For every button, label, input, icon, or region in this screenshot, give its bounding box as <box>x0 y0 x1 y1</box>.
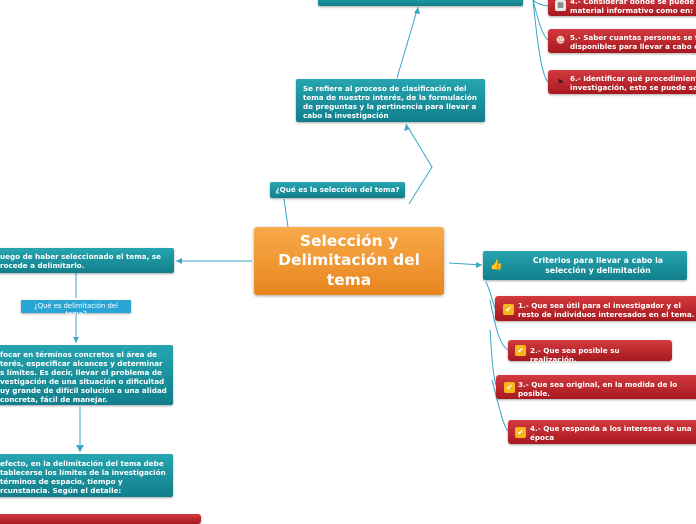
check-icon: ✔ <box>515 427 526 438</box>
info-item-5-label: 5.- Saber cuantas personas se t disponib… <box>570 33 696 51</box>
criterio-item-4-label: 4.- Que responda a los intereses de una … <box>530 424 692 442</box>
criterios-title-text: Criterios para llevar a cabo la selecció… <box>532 256 664 275</box>
check-icon: ✔ <box>503 304 514 315</box>
info-item-6[interactable]: ⚑ 6.- Identificar qué procedimient inves… <box>548 70 696 94</box>
info-item-4[interactable]: ▦ 4.- Considerar donde se puede material… <box>548 0 696 16</box>
criterio-item-1-label: 1.- Que sea útil para el investigador y … <box>518 301 695 319</box>
check-icon: ✔ <box>515 345 526 356</box>
flag-icon: ⚑ <box>556 77 565 87</box>
detail-node[interactable] <box>0 514 201 524</box>
seleccion-question-text: ¿Qué es la selección del tema? <box>275 185 400 194</box>
building-icon: ▦ <box>555 0 566 11</box>
delimitacion-effect-text: efecto, en la delimitación del tema debe… <box>0 459 166 495</box>
info-item-4-label: 4.- Considerar donde se puede material i… <box>570 0 695 15</box>
criterio-item-3-label: 3.- Que sea original, en la medida de lo… <box>518 380 678 398</box>
delimitacion-intro-text: uego de haber seleccionado el tema, se r… <box>0 252 161 270</box>
criterio-item-1[interactable]: ✔ 1.- Que sea útil para el investigador … <box>495 296 696 321</box>
criterio-item-3[interactable]: ✔ 3.- Que sea original, en la medida de … <box>496 375 696 399</box>
delimitacion-definition-text: focar en términos concretos el área de t… <box>0 350 167 404</box>
info-item-6-label: 6.- Identificar qué procedimient investi… <box>570 74 696 92</box>
criterio-item-2[interactable]: ✔ 2.- Que sea posible su realización. <box>508 340 672 364</box>
seleccion-definition[interactable]: Se refiere al proceso de clasificación d… <box>296 79 485 122</box>
person-icon: ☻ <box>555 36 566 46</box>
thumbs-up-icon: 👍 <box>490 259 503 271</box>
top-node[interactable] <box>318 0 523 6</box>
seleccion-question[interactable]: ¿Qué es la selección del tema? <box>270 182 405 198</box>
central-topic[interactable]: Selección y Delimitación del tema <box>254 227 444 295</box>
delimitacion-question-text: ¿Qué es delimitación del tema? <box>34 302 118 319</box>
criterio-item-4[interactable]: ✔ 4.- Que responda a los intereses de un… <box>508 420 696 444</box>
delimitacion-effect[interactable]: efecto, en la delimitación del tema debe… <box>0 454 173 497</box>
delimitacion-question[interactable]: ¿Qué es delimitación del tema? <box>21 300 131 318</box>
criterio-item-2-label: 2.- Que sea posible su realización. <box>530 346 620 364</box>
seleccion-definition-text: Se refiere al proceso de clasificación d… <box>303 84 477 120</box>
central-topic-title: Selección y Delimitación del tema <box>278 231 420 289</box>
check-icon: ✔ <box>504 382 515 393</box>
delimitacion-intro[interactable]: uego de haber seleccionado el tema, se r… <box>0 248 174 273</box>
criterios-title[interactable]: 👍 Criterios para llevar a cabo la selecc… <box>483 251 687 280</box>
info-item-5[interactable]: ☻ 5.- Saber cuantas personas se t dispon… <box>548 29 696 53</box>
delimitacion-definition[interactable]: focar en términos concretos el área de t… <box>0 345 173 405</box>
